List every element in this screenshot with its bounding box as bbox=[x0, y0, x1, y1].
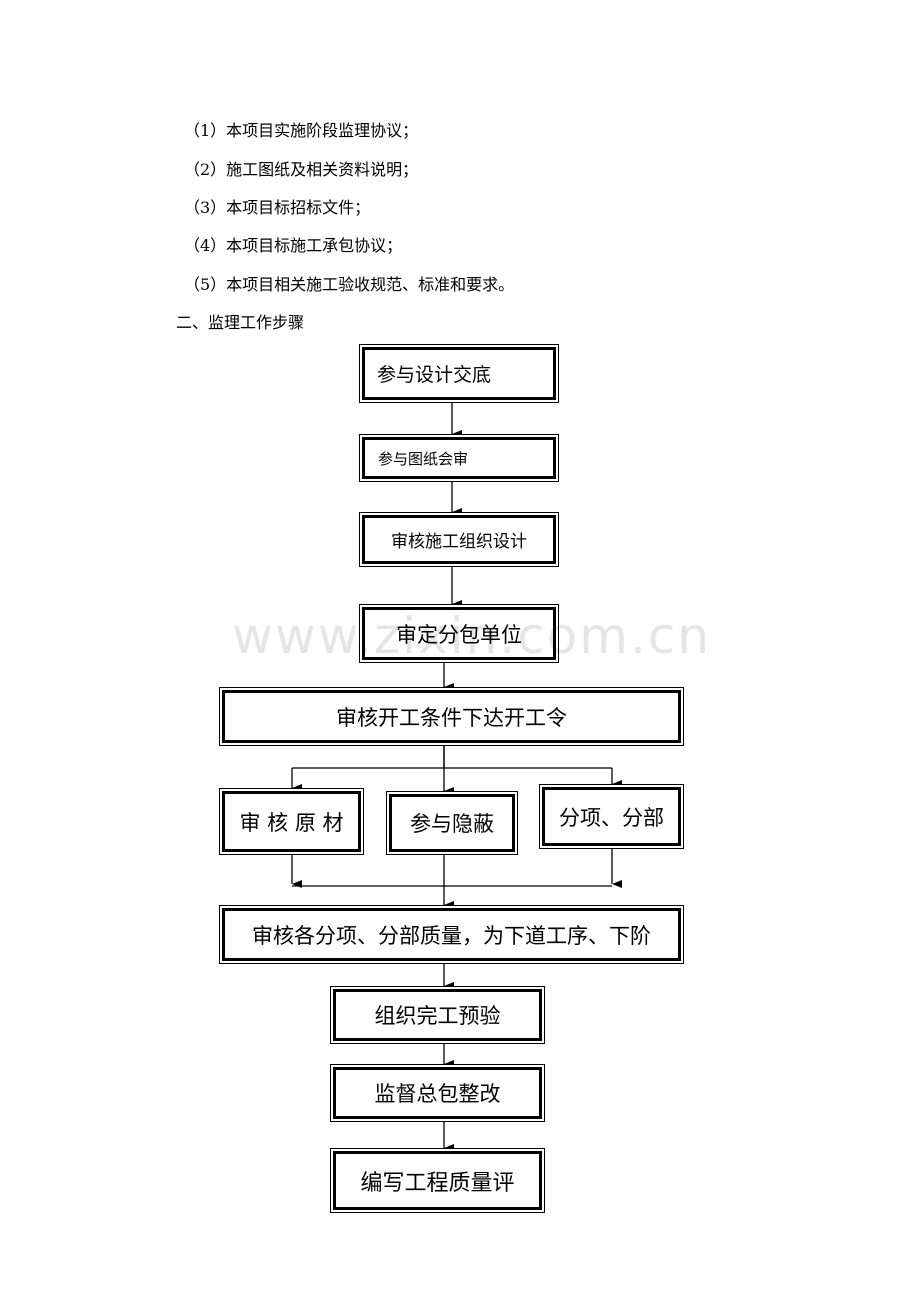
step-concealed-works: 参与隐蔽 bbox=[386, 791, 518, 855]
step-pre-acceptance: 组织完工预验 bbox=[330, 986, 545, 1044]
step-raw-material-review: 审 核 原 材 bbox=[219, 788, 364, 855]
section-heading: 二、监理工作步骤 bbox=[176, 313, 305, 332]
step-drawing-review: 参与图纸会审 bbox=[359, 434, 559, 482]
basis-list-item-1: （1）本项目实施阶段监理协议； bbox=[184, 121, 419, 140]
step-start-order: 审核开工条件下达开工令 bbox=[219, 687, 684, 746]
step-construction-plan-review: 审核施工组织设计 bbox=[359, 512, 559, 567]
basis-list-item-3: （3）本项目标招标文件； bbox=[184, 198, 371, 217]
step-subitem-division: 分项、分部 bbox=[539, 784, 684, 849]
step-rectification-supervision: 监督总包整改 bbox=[330, 1064, 545, 1122]
step-subcontractor-approval: 审定分包单位 bbox=[359, 604, 559, 663]
basis-list-item-5: （5）本项目相关施工验收规范、标准和要求。 bbox=[184, 275, 515, 294]
step-quality-assessment: 编写工程质量评 bbox=[330, 1148, 545, 1213]
basis-list-item-2: （2）施工图纸及相关资料说明； bbox=[184, 160, 419, 179]
step-design-briefing: 参与设计交底 bbox=[359, 344, 559, 403]
step-quality-review: 审核各分项、分部质量，为下道工序、下阶 bbox=[219, 905, 684, 964]
basis-list-item-4: （4）本项目标施工承包协议； bbox=[184, 236, 403, 255]
